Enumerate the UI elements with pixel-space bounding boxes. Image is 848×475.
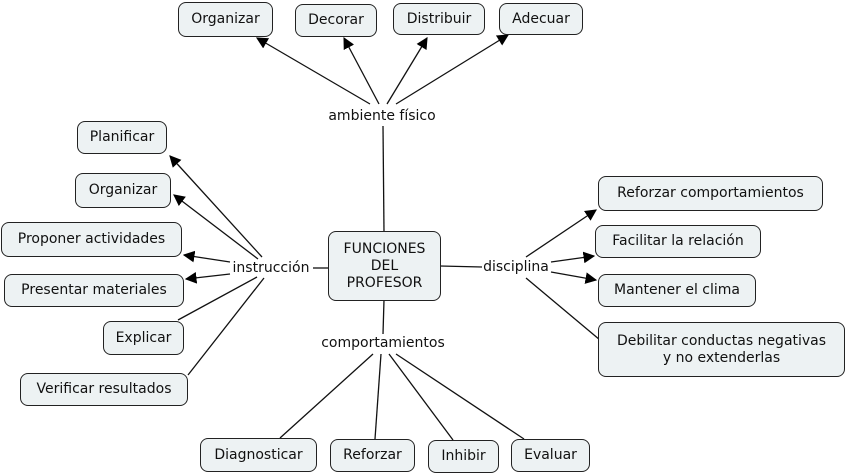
concept-explicar[interactable]: Explicar	[103, 321, 184, 355]
edge-comp-inhibir	[388, 353, 454, 441]
edge-disciplina-mantener	[550, 271, 598, 284]
edge-instruccion-planificar	[169, 155, 263, 258]
concept-proponer-actividades[interactable]: Proponer actividades	[1, 222, 182, 257]
link-comportamientos: comportamientos	[320, 335, 446, 351]
concept-distribuir[interactable]: Distribuir	[393, 3, 485, 35]
edge-ambiente-decorar	[343, 36, 380, 105]
edge-ambiente-organizar	[255, 37, 371, 105]
link-instruccion: instrucción	[231, 260, 311, 276]
concept-debilitar-conductas[interactable]: Debilitar conductas negativas y no exten…	[598, 322, 845, 377]
edge-comp-evaluar	[395, 353, 525, 440]
edge-instruccion-presentar	[184, 271, 231, 284]
link-ambiente-fisico: ambiente físico	[327, 108, 437, 124]
concept-organizar-instruccion[interactable]: Organizar	[75, 173, 171, 208]
link-disciplina: disciplina	[482, 259, 550, 275]
concept-presentar-materiales[interactable]: Presentar materiales	[4, 274, 184, 307]
concept-facilitar-relacion[interactable]: Facilitar la relación	[595, 225, 761, 258]
edge-instruccion-verificar	[187, 277, 265, 376]
edge-ambiente-adecuar	[395, 34, 509, 105]
concept-diagnosticar[interactable]: Diagnosticar	[200, 438, 317, 472]
edge-center-comportamientos	[382, 299, 385, 335]
concept-mantener-clima[interactable]: Mantener el clima	[598, 274, 756, 307]
concept-reforzar[interactable]: Reforzar	[330, 439, 415, 472]
concept-organizar-ambiente[interactable]: Organizar	[178, 2, 273, 37]
edge-comp-diagnosticar	[279, 353, 374, 439]
concept-evaluar[interactable]: Evaluar	[511, 439, 590, 472]
concept-decorar[interactable]: Decorar	[295, 4, 377, 37]
concept-verificar-resultados[interactable]: Verificar resultados	[20, 373, 188, 406]
edge-ambiente-distribuir	[386, 36, 428, 105]
edge-disciplina-facilitar	[550, 251, 596, 264]
edge-instruccion-explicar	[177, 276, 258, 321]
concept-reforzar-comportamientos[interactable]: Reforzar comportamientos	[598, 176, 823, 211]
edge-comp-reforzar	[374, 353, 382, 440]
edge-instruccion-organizar	[173, 194, 259, 260]
edge-disciplina-debilitar	[525, 277, 601, 341]
edge-instruccion-proponer	[182, 250, 231, 263]
concept-adecuar[interactable]: Adecuar	[499, 3, 583, 35]
concept-inhibir[interactable]: Inhibir	[428, 440, 499, 473]
edge-center-ambiente	[382, 125, 385, 233]
center-concept[interactable]: FUNCIONES DEL PROFESOR	[328, 231, 441, 301]
edge-center-disciplina	[439, 265, 483, 268]
edge-disciplina-reforzar	[525, 209, 597, 258]
concept-planificar[interactable]: Planificar	[77, 121, 167, 154]
